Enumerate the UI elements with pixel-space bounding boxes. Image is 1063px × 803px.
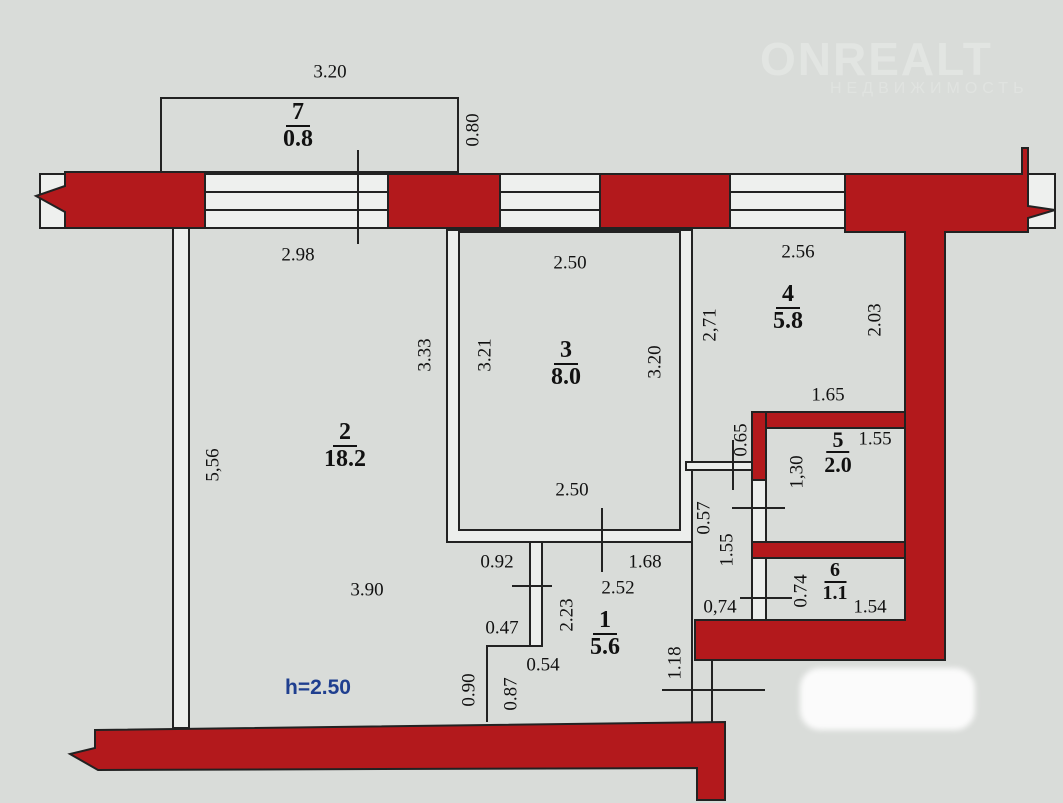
- ceiling-height: h=2.50: [285, 676, 351, 699]
- watermark-brand: ONREALT: [760, 33, 993, 85]
- dim: 1.54: [853, 596, 887, 618]
- dim: 0.65: [730, 423, 752, 457]
- dim: 3.21: [474, 338, 496, 372]
- wall-bottom: [67, 720, 726, 801]
- wall-room5-6: [751, 541, 906, 559]
- dim: 2.23: [556, 598, 578, 632]
- dim: 2.50: [555, 479, 589, 501]
- load-bearing-walls: [33, 147, 1056, 801]
- dim: 0.54: [526, 654, 560, 676]
- balcony-outline: [160, 97, 459, 173]
- dim: 1,30: [786, 455, 808, 489]
- dim: 0.80: [462, 113, 484, 147]
- wall-top-mid1: [387, 173, 501, 229]
- dim: 1.55: [858, 428, 892, 450]
- dim: 1.18: [664, 646, 686, 680]
- dim: 3.90: [350, 579, 384, 601]
- dim: 0.47: [485, 617, 519, 639]
- dim: 2.56: [781, 241, 815, 263]
- dim: 3.20: [313, 61, 347, 83]
- dim: 1.68: [628, 551, 662, 573]
- dim: 0.57: [693, 501, 715, 535]
- watermark-sub: НЕДВИЖИМОСТЬ: [830, 80, 1029, 97]
- dim: 2.52: [601, 577, 635, 599]
- dim: 1.55: [716, 533, 738, 567]
- redacted-patch: [800, 668, 975, 730]
- dim: 0.92: [480, 551, 514, 573]
- dim: 2.50: [553, 252, 587, 274]
- dim: 0.74: [790, 574, 812, 608]
- dim: 0.90: [458, 673, 480, 707]
- dim: 1.65: [811, 384, 845, 406]
- wall-room5-top: [751, 411, 906, 429]
- left-wall: [172, 227, 190, 729]
- dim: 5,56: [202, 448, 224, 482]
- wall-room5-left: [751, 411, 767, 481]
- dim: 2.03: [864, 303, 886, 337]
- dim: 2.98: [281, 244, 315, 266]
- dim: 0.87: [500, 677, 522, 711]
- dim: 2,71: [699, 308, 721, 342]
- wall-top-mid2: [599, 173, 731, 229]
- corridor-wall: [529, 541, 543, 647]
- dim: 3.20: [644, 345, 666, 379]
- room3-inner: [458, 231, 681, 531]
- wall-top-left: [33, 171, 206, 229]
- dim: 0,74: [703, 596, 737, 618]
- dim: 3.33: [414, 338, 436, 372]
